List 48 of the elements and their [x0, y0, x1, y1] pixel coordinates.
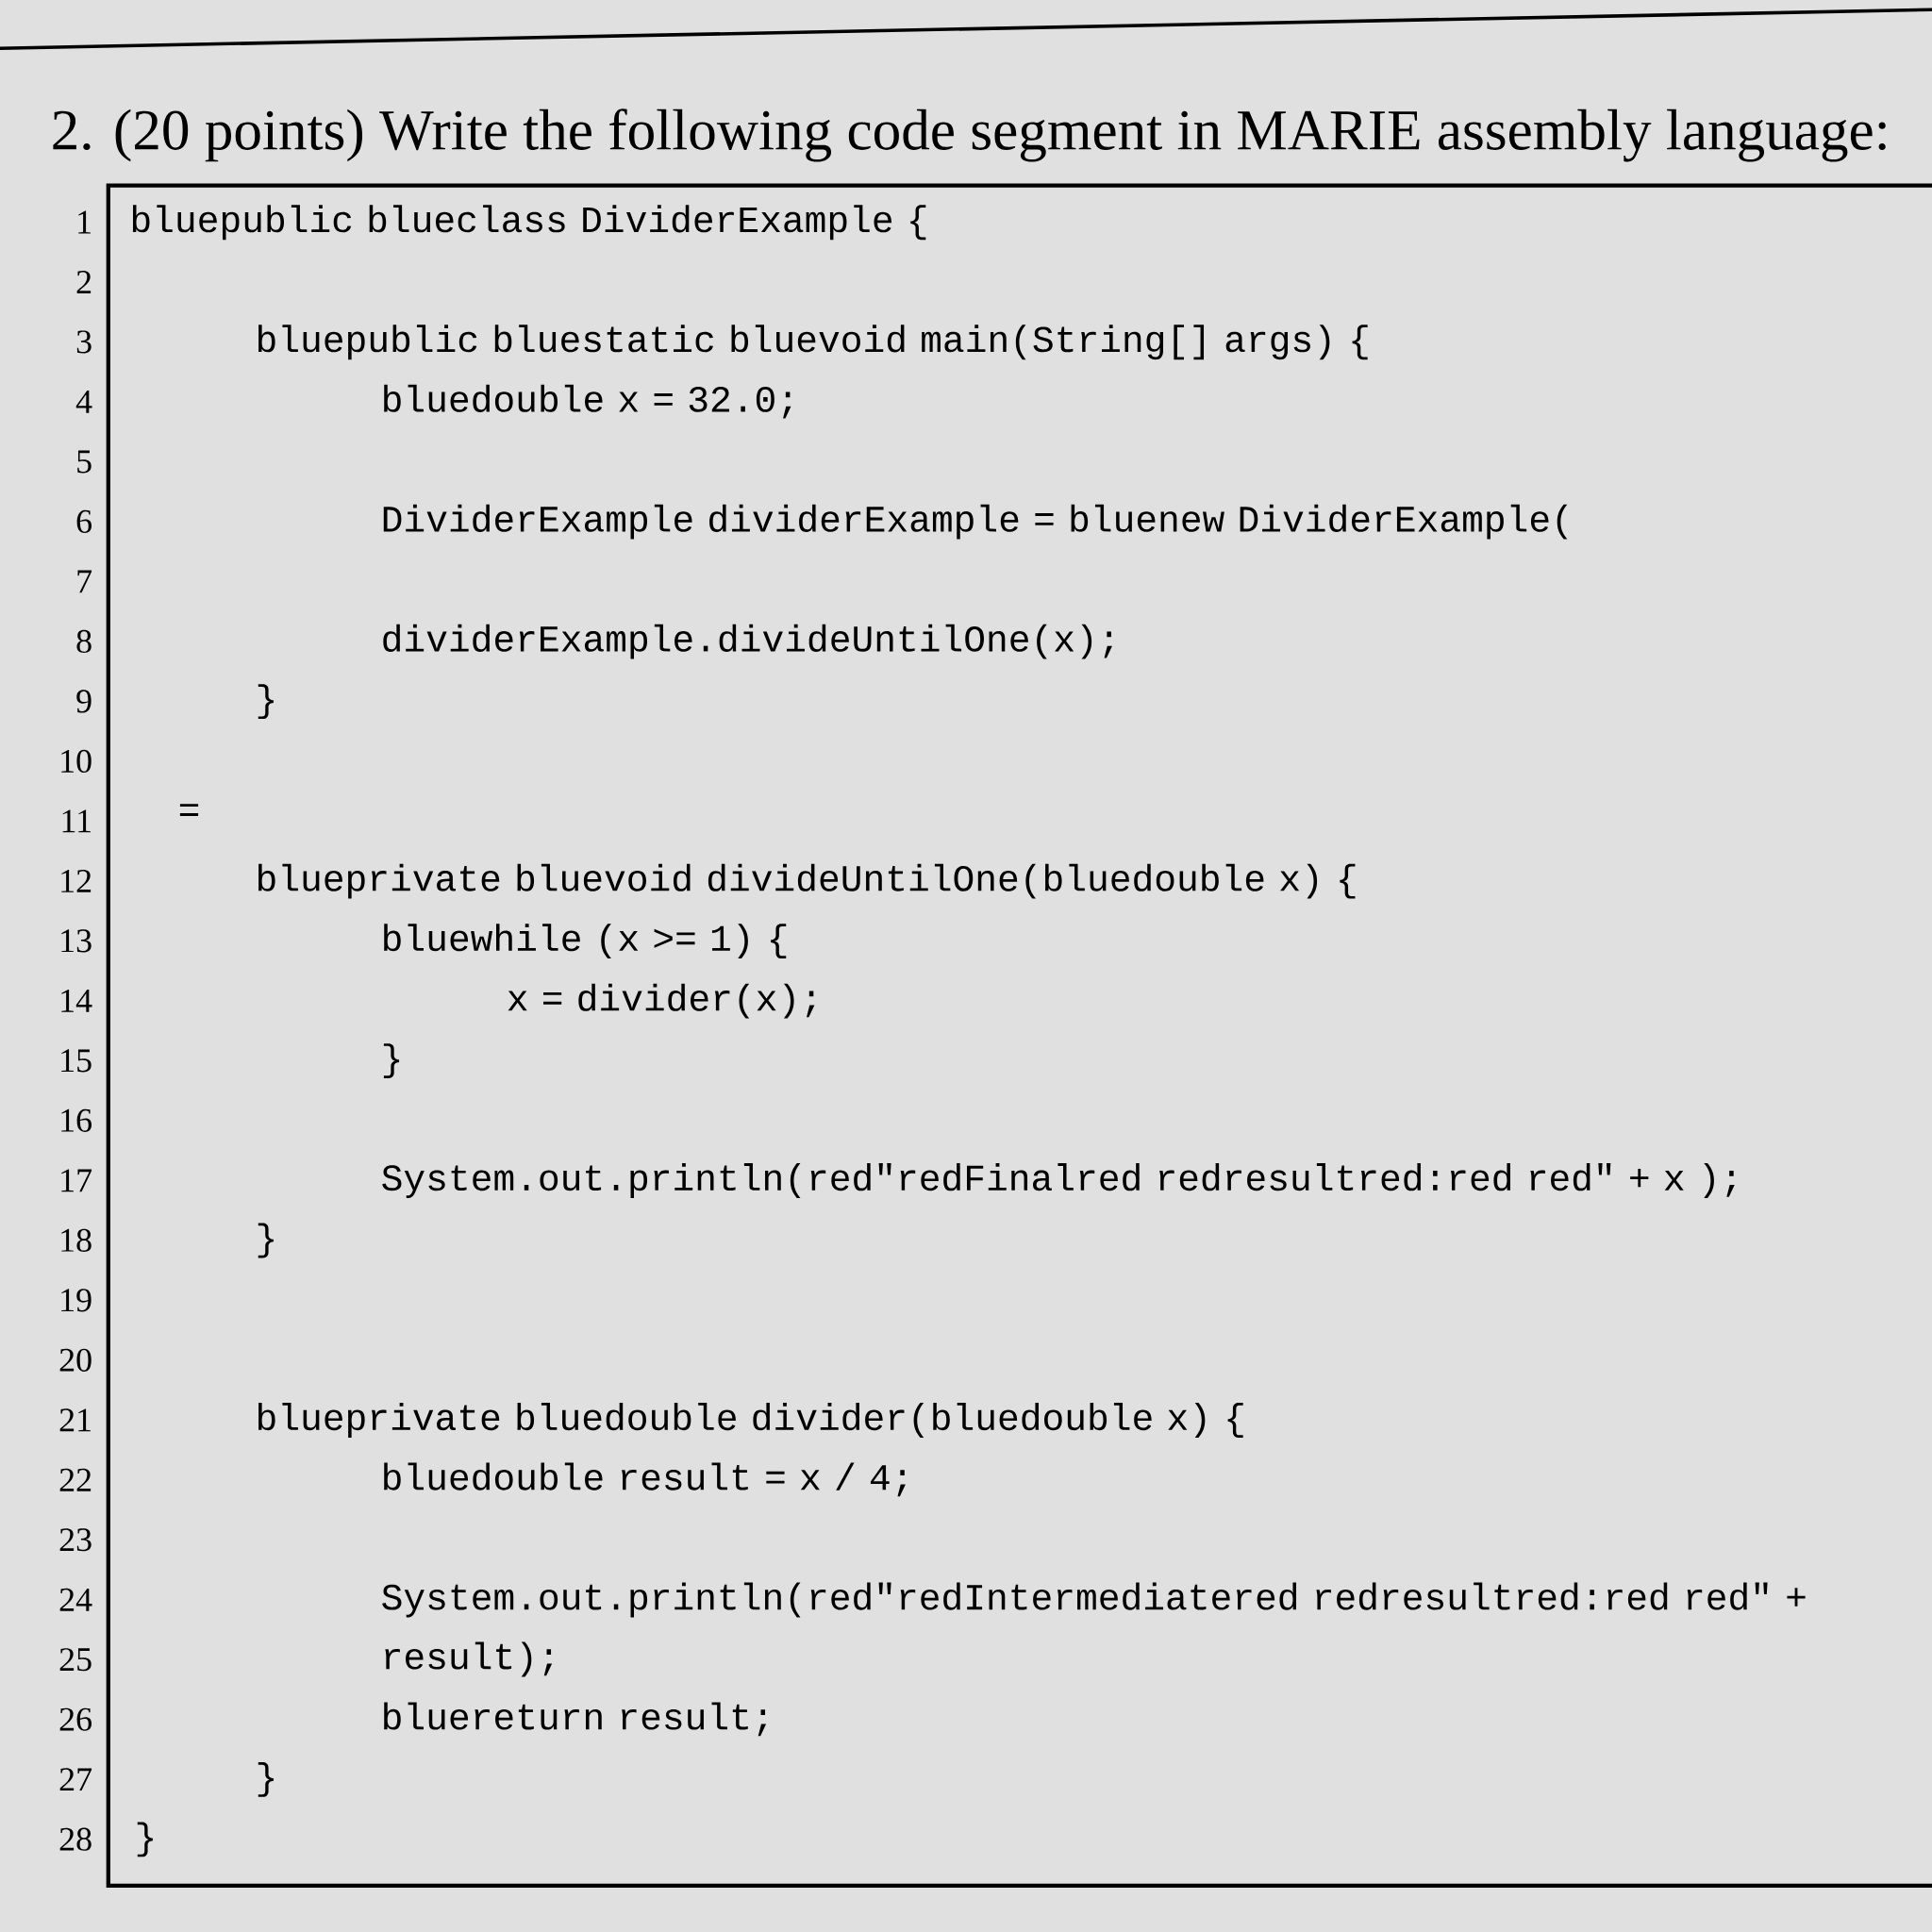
code-line: bluedouble x = 32.0;: [384, 384, 791, 419]
code-line: }: [258, 1223, 274, 1258]
line-number: 10: [61, 749, 92, 774]
line-number: 12: [61, 869, 92, 892]
code-line: bluepublic bluestatic bluevoid main(String[] args) {: [258, 325, 1368, 360]
code-line: }: [137, 1822, 153, 1857]
line-number: 25: [59, 1648, 92, 1672]
line-number: 26: [59, 1707, 92, 1731]
code-line: }: [383, 1043, 400, 1078]
line-number: 24: [59, 1588, 92, 1611]
code-line: System.out.println(red"redIntermediatered redresultred:red red" + result);: [382, 1582, 1806, 1677]
line-number: 21: [59, 1408, 91, 1432]
line-number: 15: [61, 1049, 92, 1073]
line-number: 5: [77, 450, 92, 474]
line-number: 4: [75, 391, 92, 413]
line-number: 3: [76, 330, 92, 354]
line-number: 19: [61, 1289, 92, 1312]
line-number: 16: [61, 1108, 92, 1132]
code-line: bluedouble result = x / 4;: [384, 1462, 906, 1497]
line-number: 22: [59, 1468, 92, 1491]
line-number: 11: [62, 809, 91, 833]
line-number: 28: [59, 1827, 92, 1851]
code-line: x = divider(x);: [508, 983, 815, 1019]
code-line: bluewhile (x >= 1) {: [384, 924, 787, 959]
line-number: 1: [78, 210, 91, 234]
code-line: bluereturn result;: [384, 1702, 767, 1737]
line-number: 8: [76, 629, 92, 654]
code-line: }: [258, 1762, 274, 1797]
line-number: 14: [61, 989, 92, 1012]
line-number: 20: [59, 1348, 92, 1372]
line-number: 2: [76, 271, 92, 293]
code-line: =: [179, 804, 199, 816]
code-line: dividerExample.divideUntilOne(x);: [383, 624, 1112, 659]
code-line: System.out.println(red"redFinalred redresultred:red red" + x );: [382, 1163, 1735, 1198]
line-number: 23: [59, 1528, 92, 1552]
code-line: }: [258, 684, 274, 720]
code-line: DividerExample dividerExample = bluenew DividerExample(: [383, 504, 1568, 540]
line-number: 7: [77, 570, 92, 593]
line-number: 17: [61, 1169, 92, 1192]
code-line: bluepublic blueclass DividerExample {: [132, 205, 926, 241]
line-number: 13: [61, 929, 92, 953]
line-number: 18: [61, 1228, 92, 1252]
code-box: [106, 183, 1932, 1889]
line-number: 9: [76, 690, 92, 713]
code-line: blueprivate bluevoid divideUntilOne(bluedouble x) {: [258, 863, 1356, 899]
line-number: 6: [76, 509, 92, 533]
code-line: blueprivate bluedouble divider(bluedouble x) {: [258, 1403, 1243, 1438]
line-number: 27: [59, 1768, 92, 1791]
